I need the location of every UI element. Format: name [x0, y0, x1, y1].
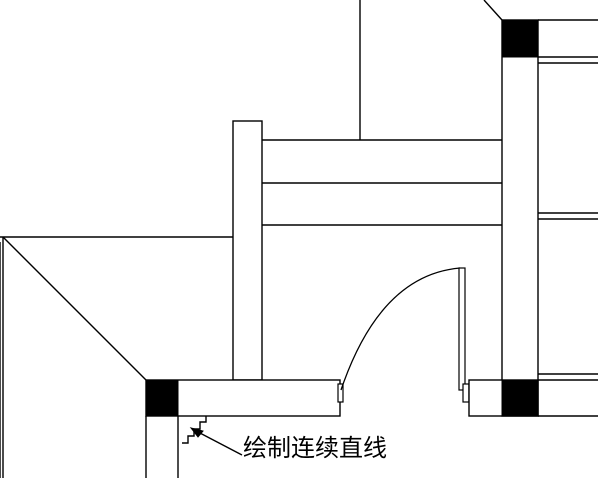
door-jamb-left [337, 383, 344, 403]
right-wall-extensions [538, 19, 598, 417]
column-bottom-left [145, 379, 179, 417]
right-wall [501, 19, 539, 417]
door-jamb-right [462, 383, 470, 403]
horizontal-beams [262, 139, 502, 226]
diagonal-line-top-right [483, 0, 503, 21]
lower-left-pier [145, 416, 179, 478]
annotation-arrowhead [189, 427, 204, 438]
door-swing-arc [340, 267, 461, 391]
annotation-label: 绘制连续直线 [243, 434, 387, 462]
left-diagonal-shape [0, 236, 233, 478]
stair-post [232, 120, 263, 381]
door-leaf [458, 267, 466, 391]
annotation-leader-line [197, 431, 243, 456]
column-top-right [501, 19, 539, 58]
column-bottom-right [501, 379, 539, 417]
